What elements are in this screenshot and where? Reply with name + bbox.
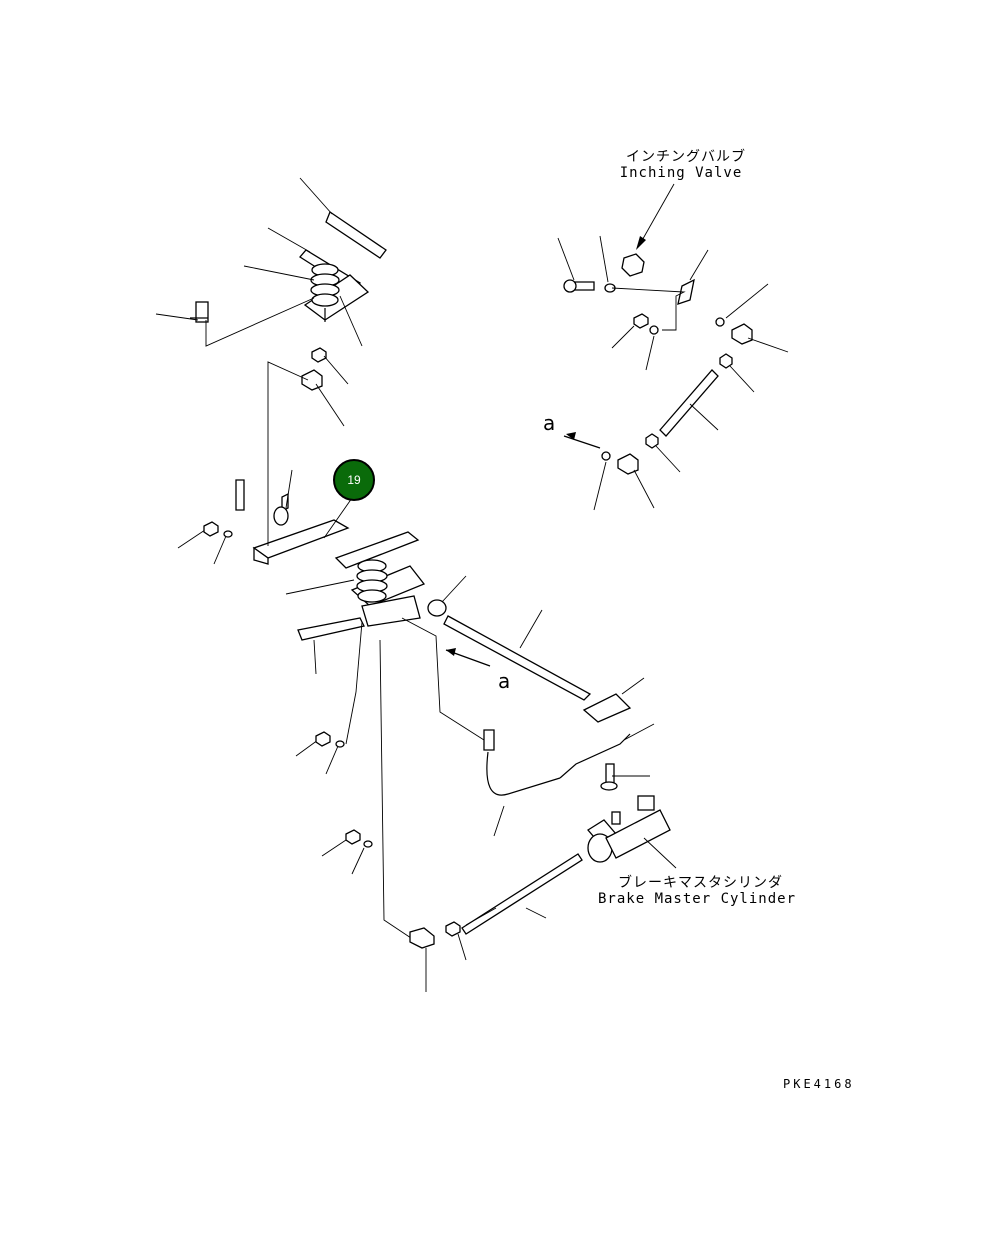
main-fasteners <box>203 521 583 949</box>
inching-valve-assembly <box>563 253 753 475</box>
main-pedal-assembly <box>235 479 632 796</box>
inching-valve-label-en: Inching Valve <box>619 165 743 181</box>
leader-lines-upper-right <box>557 183 789 511</box>
inching-valve-label-jp: インチングバルブ <box>626 149 746 165</box>
arrow-a-mid <box>445 648 491 667</box>
leader-lines-upper-left <box>155 177 363 427</box>
arrow-a-label-mid: a <box>498 669 512 693</box>
arrow-a-label-top: a <box>543 411 557 435</box>
callout-19-button[interactable]: 19 <box>333 459 375 501</box>
brake-master-cylinder <box>587 795 677 869</box>
upper-pedal-assembly <box>190 211 387 391</box>
drawing-code: PKE4168 <box>783 1077 855 1091</box>
leader-lines-main <box>177 361 655 992</box>
brake-master-cylinder-label-jp: ブレーキマスタシリンダ <box>618 875 783 891</box>
brake-master-cylinder-label-en: Brake Master Cylinder <box>598 891 797 907</box>
